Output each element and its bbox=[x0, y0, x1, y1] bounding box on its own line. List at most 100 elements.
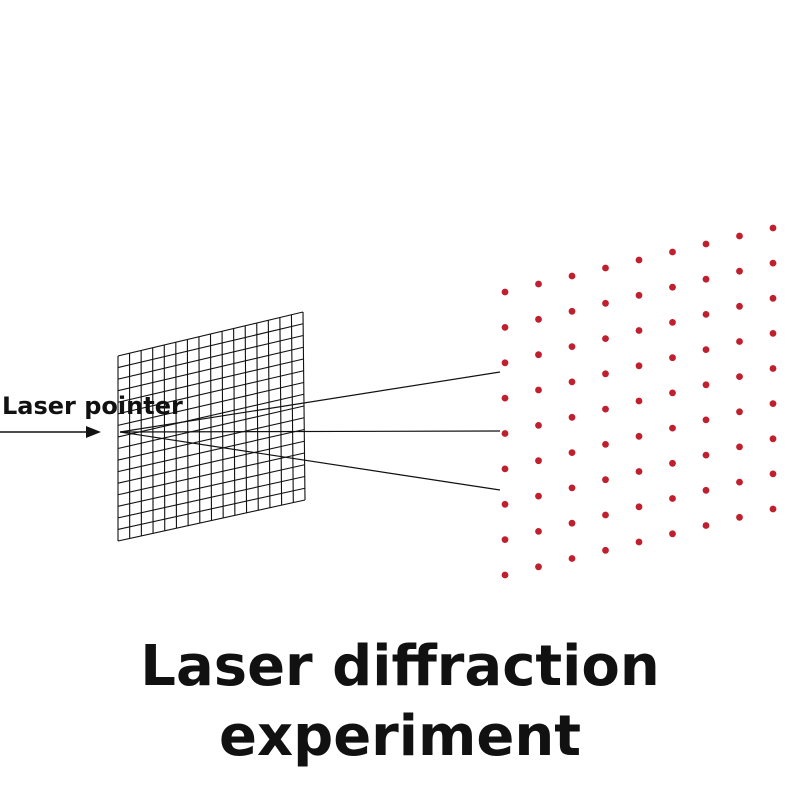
diffraction-dot bbox=[635, 397, 643, 405]
diffraction-dot bbox=[535, 280, 542, 288]
diffraction-dot bbox=[501, 536, 509, 543]
diffraction-dot bbox=[702, 451, 710, 459]
grating-line-vertical bbox=[302, 311, 306, 501]
diffraction-dot bbox=[635, 538, 643, 546]
diffraction-dot bbox=[769, 470, 777, 478]
diffraction-dot bbox=[736, 302, 743, 310]
diffraction-dot bbox=[568, 555, 576, 562]
diffraction-dot bbox=[501, 571, 509, 579]
diffraction-dot bbox=[602, 299, 609, 307]
diffraction-dot bbox=[568, 307, 576, 315]
diffraction-dot bbox=[568, 519, 576, 527]
diffraction-dot bbox=[669, 459, 676, 467]
diffraction-dot bbox=[501, 500, 509, 508]
diffraction-dot bbox=[602, 264, 609, 272]
diffraction-dot bbox=[501, 288, 509, 296]
diffraction-dot bbox=[702, 240, 710, 248]
diffraction-dot bbox=[501, 430, 509, 437]
grating-line-vertical bbox=[290, 314, 294, 503]
grating-line-horizontal bbox=[117, 475, 305, 519]
diffraction-dot bbox=[535, 457, 542, 465]
diffraction-dot bbox=[535, 528, 542, 535]
laser-pointer-label: Laser pointer bbox=[2, 392, 183, 420]
diffraction-dot bbox=[769, 400, 777, 407]
grating-line-vertical bbox=[256, 322, 259, 511]
title-line-2: experiment bbox=[219, 704, 581, 769]
diffraction-dot bbox=[602, 370, 609, 378]
diffraction-dot bbox=[736, 408, 743, 416]
diffraction-dot bbox=[535, 351, 542, 359]
diffraction-dot bbox=[669, 248, 676, 256]
grating-line-vertical bbox=[221, 331, 224, 518]
diffraction-dot bbox=[568, 272, 576, 280]
grating-line-vertical bbox=[244, 325, 248, 513]
diffraction-dot bbox=[501, 324, 509, 331]
diagram-title: Laser diffraction experiment bbox=[0, 632, 800, 772]
diffraction-dot bbox=[669, 354, 676, 362]
grating-line-horizontal bbox=[117, 428, 305, 473]
diffraction-dot bbox=[702, 311, 710, 318]
grating-line-horizontal bbox=[117, 487, 305, 530]
diffraction-dot bbox=[535, 492, 542, 500]
grating-line-horizontal bbox=[117, 499, 306, 542]
diffraction-dot bbox=[535, 315, 542, 323]
diffraction-dot bbox=[568, 449, 576, 456]
diffraction-dot bbox=[702, 381, 710, 389]
diffraction-dot bbox=[736, 478, 743, 486]
diffraction-dot bbox=[769, 330, 777, 337]
diffraction-dot bbox=[669, 389, 676, 397]
diffraction-dot bbox=[769, 259, 777, 267]
diffraction-dot bbox=[702, 275, 710, 283]
diffraction-dot bbox=[602, 441, 609, 448]
diffraction-dot bbox=[602, 476, 609, 484]
grating-line-vertical bbox=[279, 317, 283, 506]
diffraction-dot bbox=[568, 484, 576, 492]
beam-upper bbox=[119, 371, 501, 433]
diffraction-dot bbox=[501, 465, 509, 473]
grating-line-horizontal bbox=[117, 405, 305, 450]
grating-line-horizontal bbox=[117, 440, 305, 484]
diffraction-dot bbox=[736, 338, 743, 345]
diffraction-dot bbox=[669, 495, 676, 502]
diffraction-dot bbox=[568, 343, 576, 350]
diffraction-dot bbox=[602, 335, 609, 342]
diffraction-dot bbox=[736, 373, 743, 380]
diffracted-beams bbox=[119, 371, 501, 491]
diffraction-dot bbox=[736, 443, 743, 451]
grating-line-vertical bbox=[233, 328, 236, 516]
diffraction-dot bbox=[702, 416, 710, 424]
diffraction-grating bbox=[117, 311, 306, 542]
diffraction-dot bbox=[669, 424, 676, 432]
diffraction-dot bbox=[669, 530, 676, 538]
diffraction-dot bbox=[702, 486, 710, 494]
arrowhead-icon bbox=[86, 426, 101, 438]
diffraction-dot bbox=[535, 422, 542, 429]
grating-line-horizontal bbox=[117, 417, 305, 461]
diffraction-dot bbox=[736, 232, 743, 240]
diffraction-dot bbox=[635, 432, 643, 440]
diffraction-dot bbox=[769, 365, 777, 372]
diffraction-dot bbox=[669, 319, 676, 326]
diffraction-dot bbox=[635, 468, 643, 475]
grating-line-vertical bbox=[267, 320, 271, 508]
beam-center bbox=[119, 430, 501, 433]
diffraction-dot bbox=[602, 405, 609, 413]
title-line-1: Laser diffraction bbox=[140, 634, 660, 699]
diffraction-dot bbox=[769, 294, 777, 302]
diffraction-dot bbox=[635, 327, 643, 334]
diffraction-dot bbox=[736, 267, 743, 275]
diffraction-dot bbox=[702, 346, 710, 353]
diffraction-dot bbox=[635, 362, 643, 370]
diffraction-dot bbox=[501, 359, 509, 367]
diffraction-dot bbox=[635, 503, 643, 511]
diffraction-dot bbox=[535, 386, 542, 394]
diffraction-dot bbox=[736, 513, 743, 521]
diffraction-dot bbox=[769, 505, 777, 513]
diffraction-dot bbox=[602, 546, 609, 554]
diffraction-dot bbox=[702, 522, 710, 529]
diffraction-pattern bbox=[501, 224, 777, 579]
grating-line-horizontal bbox=[117, 464, 305, 507]
diffraction-dot bbox=[635, 291, 643, 299]
grating-line-horizontal bbox=[117, 452, 305, 496]
